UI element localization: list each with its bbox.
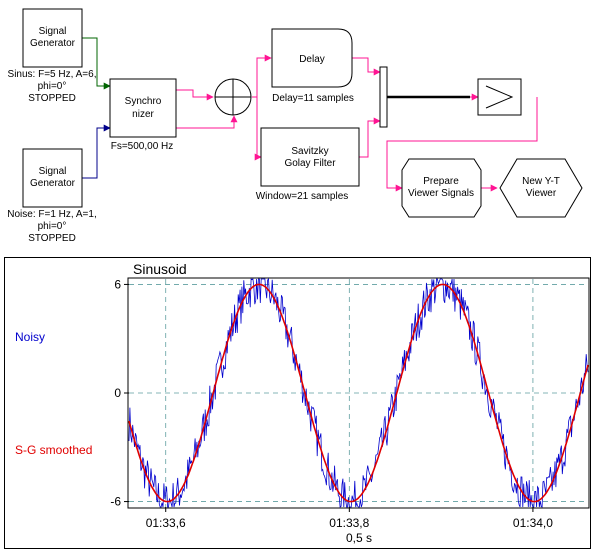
sg-caption: Window=21 samples bbox=[256, 191, 349, 202]
grid-layer bbox=[129, 279, 588, 507]
x-axis-label: 0,5 s bbox=[346, 531, 372, 545]
sync-label-line1: Synchro bbox=[125, 96, 162, 107]
synchronizer-block[interactable]: Synchro nizer bbox=[109, 78, 177, 138]
wire-gen1-sync bbox=[82, 37, 111, 90]
wire-sync-sum-2 bbox=[176, 115, 238, 129]
sync-label-line2: nizer bbox=[132, 109, 154, 120]
series-layer bbox=[128, 278, 589, 508]
gen2-caption-params: Noise: F=1 Hz, A=1, bbox=[7, 209, 97, 220]
gen1-label-line2: Generator bbox=[30, 38, 76, 49]
prepare-label-line1: Prepare bbox=[423, 176, 459, 187]
gen1-caption-state: STOPPED bbox=[28, 93, 76, 104]
x-tick-label-0: 01:33,6 bbox=[146, 516, 186, 530]
wire-sync-sum-1 bbox=[176, 89, 214, 101]
sg-label-line2: Golay Filter bbox=[284, 158, 336, 169]
delay-block[interactable]: Delay bbox=[271, 28, 353, 88]
y-tick-label-1: 0 bbox=[114, 386, 121, 400]
legend-sg-smoothed: S-G smoothed bbox=[15, 443, 92, 457]
legend-noisy: Noisy bbox=[15, 330, 45, 344]
gen1-label-line1: Signal bbox=[39, 26, 67, 37]
multiplexer-bar[interactable] bbox=[379, 66, 388, 128]
wire-mux-prepare bbox=[386, 97, 538, 192]
y-tick-label-0: 6 bbox=[114, 277, 121, 291]
gen2-caption-state: STOPPED bbox=[28, 233, 76, 244]
block-diagram: Signal Generator Sinus: F=5 Hz, A=6, phi… bbox=[7, 8, 583, 244]
savitzky-golay-block[interactable]: Savitzky Golay Filter bbox=[260, 127, 360, 187]
yt-viewer-block[interactable]: New Y-T Viewer bbox=[499, 158, 583, 218]
chart-title: Sinusoid bbox=[133, 261, 187, 277]
signal-generator-block-1[interactable]: Signal Generator bbox=[22, 8, 83, 68]
series-sg-smoothed-line bbox=[128, 283, 589, 503]
sync-caption: Fs=500,00 Hz bbox=[111, 141, 174, 152]
display-block[interactable] bbox=[477, 78, 522, 116]
gen1-caption-params: Sinus: F=5 Hz, A=6, bbox=[8, 69, 97, 80]
wire-gen2-sync bbox=[82, 124, 111, 179]
wire-to-sg bbox=[254, 97, 262, 161]
x-tick-label-2: 01:34,0 bbox=[513, 516, 553, 530]
wire-sg-mux bbox=[359, 117, 381, 158]
sg-label-line1: Savitzky bbox=[291, 146, 328, 157]
wires bbox=[82, 37, 538, 192]
gen2-caption-phase: phi=0° bbox=[38, 221, 67, 232]
viewer-label-line2: Viewer bbox=[526, 188, 557, 199]
gen1-caption-phase: phi=0° bbox=[38, 81, 67, 92]
tick-layer: 01:33,6 01:33,8 01:34,0 6 0 -6 bbox=[110, 277, 553, 530]
y-tick-label-2: -6 bbox=[110, 495, 121, 509]
signal-generator-block-2[interactable]: Signal Generator bbox=[22, 148, 83, 208]
prepare-viewer-signals-block[interactable]: Prepare Viewer Signals bbox=[401, 158, 482, 218]
delay-caption: Delay=11 samples bbox=[272, 93, 354, 104]
x-tick-label-1: 01:33,8 bbox=[329, 516, 369, 530]
wire-delay-mux bbox=[352, 57, 381, 76]
viewer-label-line1: New Y-T bbox=[522, 176, 560, 187]
gen2-label-line2: Generator bbox=[30, 178, 76, 189]
sum-junction[interactable] bbox=[214, 78, 252, 116]
gen2-label-line1: Signal bbox=[39, 166, 67, 177]
wire-to-delay bbox=[256, 54, 272, 97]
delay-label: Delay bbox=[299, 54, 325, 65]
prepare-label-line2: Viewer Signals bbox=[408, 188, 474, 199]
